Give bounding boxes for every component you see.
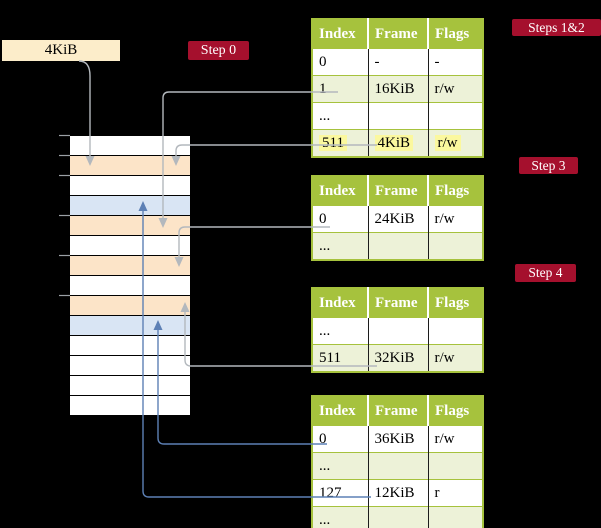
table-cell: r <box>427 479 483 507</box>
table-cell: 0 <box>312 48 368 76</box>
memory-row-page-table <box>70 296 190 316</box>
table-cell: 24KiB <box>367 205 428 233</box>
table-row: ... <box>312 232 483 260</box>
table-cell <box>367 452 428 480</box>
column-header-flags: Flags <box>427 396 483 426</box>
table-cell: r/w <box>427 75 483 103</box>
table-cell: ... <box>312 317 368 345</box>
table-cell <box>427 102 483 130</box>
table-cell: ... <box>312 506 368 528</box>
column-header-flags: Flags <box>427 288 483 318</box>
table-cell <box>367 232 428 260</box>
step0-badge: Step 0 <box>188 41 249 60</box>
table-row: ... <box>312 452 483 480</box>
table-cell: ... <box>312 452 368 480</box>
table-row: ... <box>312 506 483 528</box>
column-header-index: Index <box>312 288 368 318</box>
column-header-frame: Frame <box>367 288 428 318</box>
frame-size-label: 4KiB <box>2 40 120 61</box>
table-cell: r/w <box>427 344 483 372</box>
memory-row-free <box>70 376 190 396</box>
memory-row-free <box>70 336 190 356</box>
address-ticks <box>59 134 70 297</box>
table-cell: 0 <box>312 205 368 233</box>
table-row: 0-- <box>312 48 483 76</box>
table-cell: 12KiB <box>367 479 428 507</box>
table-cell <box>427 232 483 260</box>
memory-row-data-page <box>70 316 190 336</box>
highlighted-value: 4KiB <box>374 134 414 151</box>
memory-row-free <box>70 176 190 196</box>
table-cell: 0 <box>312 425 368 453</box>
table-cell: - <box>367 48 428 76</box>
column-header-index: Index <box>312 176 368 206</box>
step3-badge: Step 3 <box>519 157 578 174</box>
table-cell <box>367 102 428 130</box>
arrow-entry0-to-24kib-frame <box>174 226 330 267</box>
highlighted-value: r/w <box>434 134 461 151</box>
table-cell: r/w <box>427 425 483 453</box>
column-header-index: Index <box>312 19 368 49</box>
table-cell: 511 <box>312 129 368 157</box>
memory-row-free <box>70 236 190 256</box>
table-cell: ... <box>312 232 368 260</box>
memory-row-data-page <box>70 196 190 216</box>
column-header-flags: Flags <box>427 19 483 49</box>
column-header-frame: Frame <box>367 19 428 49</box>
memory-row-page-table <box>70 256 190 276</box>
table-cell: ... <box>312 102 368 130</box>
table-row: ... <box>312 317 483 345</box>
table-cell <box>367 317 428 345</box>
column-header-frame: Frame <box>367 396 428 426</box>
highlighted-value: 511 <box>319 134 347 151</box>
table-cell: r/w <box>427 205 483 233</box>
column-header-flags: Flags <box>427 176 483 206</box>
table-cell <box>427 506 483 528</box>
table-cell <box>427 452 483 480</box>
step4-badge: Step 4 <box>515 264 576 282</box>
table-cell: 4KiB <box>367 129 428 157</box>
column-header-frame: Frame <box>367 176 428 206</box>
table-cell: 36KiB <box>367 425 428 453</box>
table-row: ... <box>312 102 483 130</box>
memory-row-free <box>70 276 190 296</box>
table-cell: r/w <box>427 129 483 157</box>
memory-row-free <box>70 136 190 156</box>
steps-1-2-badge: Steps 1&2 <box>512 19 601 36</box>
table-cell: 127 <box>312 479 368 507</box>
table-cell: 32KiB <box>367 344 428 372</box>
table-row: 511 4KiB r/w <box>312 129 483 157</box>
table-cell: 511 <box>312 344 368 372</box>
table-cell <box>367 506 428 528</box>
memory-row-free <box>70 356 190 376</box>
column-header-index: Index <box>312 396 368 426</box>
table-cell: 16KiB <box>367 75 428 103</box>
physical-memory-stack <box>70 135 190 416</box>
table-cell <box>427 317 483 345</box>
table-cell: - <box>427 48 483 76</box>
table-cell: 1 <box>312 75 368 103</box>
memory-row-page-table <box>70 216 190 236</box>
memory-row-page-table <box>70 156 190 176</box>
memory-row-free <box>70 396 190 416</box>
